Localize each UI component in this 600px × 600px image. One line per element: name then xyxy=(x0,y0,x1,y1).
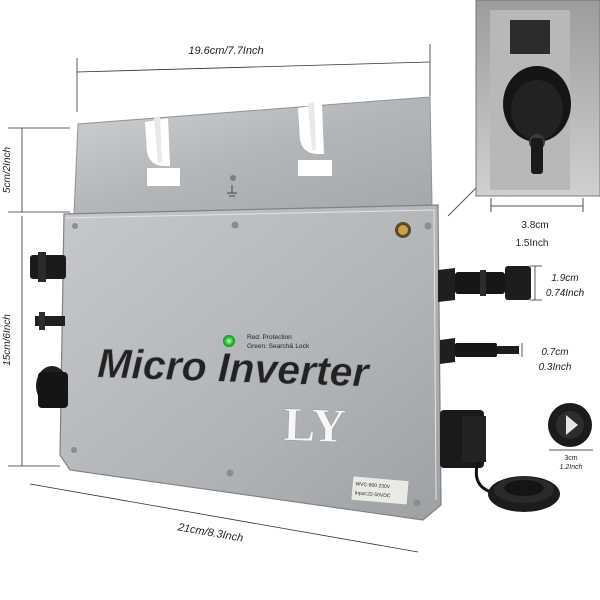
dim-connector-large-inch: 0.74Inch xyxy=(546,288,585,299)
screw xyxy=(72,223,78,229)
sticker-line2: Input:22-50VDC xyxy=(354,490,391,499)
connector-inset: 3.8cm 1.5Inch xyxy=(447,0,600,249)
dim-connector-large-cm: 1.9cm xyxy=(551,273,578,284)
inverter-body: Red: Protection Green: Search& Lock Micr… xyxy=(59,204,442,521)
screw xyxy=(226,469,234,477)
screw xyxy=(424,222,432,230)
inset-dim-cm: 3.8cm xyxy=(521,220,548,231)
dim-body-height: 15cm/6Inch xyxy=(2,314,13,366)
inset-dim-inch: 1.5Inch xyxy=(516,238,549,249)
mc4-connector-small xyxy=(455,343,497,357)
dim-connector-small-inch: 0.3Inch xyxy=(539,362,572,373)
dimension-annotations xyxy=(8,44,542,553)
dim-bracket-height: 5cm/2Inch xyxy=(2,146,13,193)
ground-symbol-icon xyxy=(227,185,237,197)
sticker-line1: WVC-600 230V xyxy=(355,481,391,490)
cable-gland xyxy=(35,316,65,326)
dim-bottom-length: 21cm/8.3Inch xyxy=(176,521,244,544)
cap-detail: 3cm 1.2Inch xyxy=(548,403,593,471)
status-led xyxy=(223,335,235,347)
right-connectors xyxy=(438,266,560,512)
cap-dim-inch: 1.2Inch xyxy=(560,464,583,471)
dim-top-width: 19.6cm/7.7Inch xyxy=(188,45,263,57)
brand-logo: LY xyxy=(283,398,347,453)
screw xyxy=(71,447,77,453)
bracket-hole xyxy=(230,175,236,181)
ac-connector xyxy=(30,255,66,279)
led-label-red: Red: Protection xyxy=(247,334,292,341)
cap-dim-cm: 3cm xyxy=(564,455,577,462)
product-title: Micro Inverter xyxy=(97,340,372,396)
screw xyxy=(413,499,421,507)
left-connectors xyxy=(30,252,68,408)
spec-sticker: WVC-600 230V Input:22-50VDC xyxy=(350,475,410,506)
led-label-green: Green: Search& Lock xyxy=(247,343,310,350)
mounting-bracket xyxy=(73,96,433,215)
screw xyxy=(231,221,239,229)
dim-connector-small-cm: 0.7cm xyxy=(541,347,568,358)
